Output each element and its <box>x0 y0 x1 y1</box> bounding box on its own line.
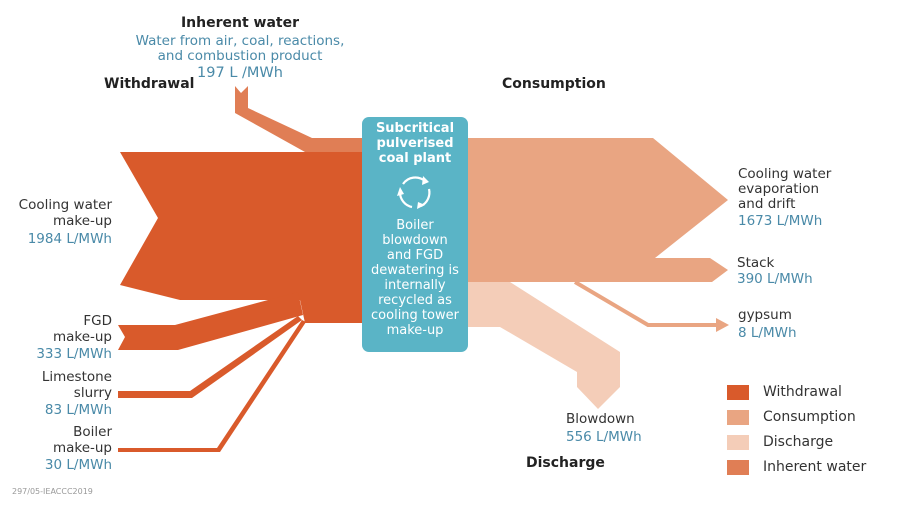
gypsum-arrowhead <box>716 318 729 332</box>
heading-consumption: Consumption <box>502 76 606 92</box>
input-limestone-label-1: Limestone <box>41 369 112 385</box>
plant-note-line: Boiler <box>396 218 434 233</box>
legend-inherent-water: Inherent water <box>727 459 866 475</box>
legend-swatch <box>727 434 749 450</box>
output-gypsum-value: 8 L/MWh <box>738 325 797 341</box>
footer-code: 297/05-IEACCC2019 <box>12 487 93 496</box>
flow-limestone-slurry <box>118 316 302 398</box>
legend-label: Discharge <box>763 434 834 450</box>
output-evap-label-3: and drift <box>738 196 796 212</box>
flow-evaporation <box>468 138 728 282</box>
input-cooling-label-1: Cooling water <box>18 197 112 213</box>
recycle-icon <box>397 176 431 209</box>
output-blowdown-value: 556 L/MWh <box>566 429 642 445</box>
inherent-desc-1: Water from air, coal, reactions, <box>135 33 345 49</box>
input-fgd-value: 333 L/MWh <box>36 346 112 362</box>
flow-gypsum <box>573 280 722 327</box>
input-cooling-label-2: make-up <box>52 213 112 229</box>
input-limestone-label-2: slurry <box>73 385 112 401</box>
legend-consumption: Consumption <box>727 409 856 425</box>
input-fgd-label-1: FGD <box>83 313 112 329</box>
plant-box: Subcritical pulverised coal plant Boiler… <box>362 117 468 352</box>
output-evap-label-2: evaporation <box>738 181 820 197</box>
input-cooling-value: 1984 L/MWh <box>27 231 112 247</box>
heading-discharge: Discharge <box>526 455 605 471</box>
inherent-desc-2: and combustion product <box>157 48 323 64</box>
input-boiler-label-1: Boiler <box>73 424 112 440</box>
plant-note: Boiler blowdown and FGD dewatering is in… <box>362 218 468 338</box>
output-evap-label-1: Cooling water <box>738 166 832 182</box>
plant-note-line: dewatering is <box>371 263 459 278</box>
input-boiler-label-2: make-up <box>52 440 112 456</box>
plant-note-line: recycled as <box>378 293 452 308</box>
legend-swatch <box>727 459 749 475</box>
input-limestone-value: 83 L/MWh <box>44 402 112 418</box>
input-fgd-label-2: make-up <box>52 329 112 345</box>
flow-cooling-water-makeup <box>120 152 362 323</box>
inherent-title: Inherent water <box>180 15 300 31</box>
flow-fgd-makeup <box>118 292 303 350</box>
output-stack-label: Stack <box>737 255 775 271</box>
plant-title-2: pulverised <box>376 136 454 151</box>
plant-title-1: Subcritical <box>375 121 455 136</box>
heading-withdrawal: Withdrawal <box>104 76 195 92</box>
input-boiler-value: 30 L/MWh <box>44 457 112 473</box>
output-blowdown-label: Blowdown <box>566 411 635 427</box>
flow-inherent-water <box>235 86 362 152</box>
plant-title-3: coal plant <box>378 151 452 166</box>
legend-swatch <box>727 384 749 400</box>
output-evap-value: 1673 L/MWh <box>738 213 823 229</box>
legend-discharge: Discharge <box>727 434 833 450</box>
plant-note-line: make-up <box>386 323 444 338</box>
plant-note-line: cooling tower <box>371 308 459 323</box>
flow-blowdown <box>468 282 620 409</box>
inherent-value: 197 L /MWh <box>197 65 283 81</box>
legend-swatch <box>727 409 749 425</box>
legend-withdrawal: Withdrawal <box>727 384 842 400</box>
output-gypsum-label: gypsum <box>738 307 792 323</box>
plant-note-line: blowdown <box>382 233 448 248</box>
plant-note-line: internally <box>384 278 446 293</box>
output-stack-value: 390 L/MWh <box>737 271 813 287</box>
legend-label: Inherent water <box>763 459 867 475</box>
legend-label: Consumption <box>763 409 856 425</box>
plant-note-line: and FGD <box>386 248 444 263</box>
legend-label: Withdrawal <box>763 384 842 400</box>
